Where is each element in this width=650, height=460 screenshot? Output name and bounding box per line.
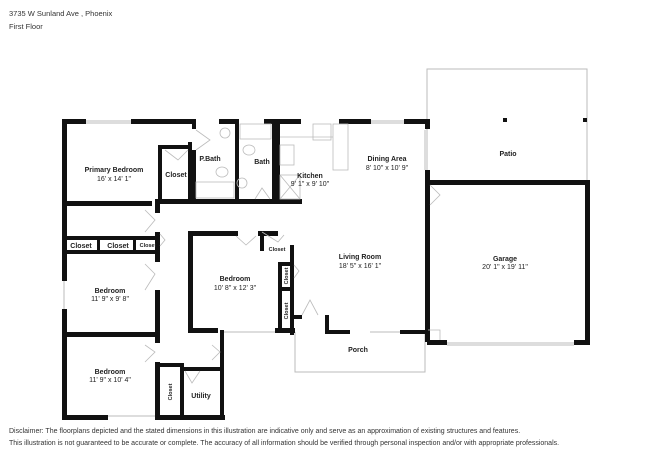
room-name: Dining Area: [367, 156, 406, 163]
room-dims: 16' x 14' 1": [97, 176, 131, 183]
room-name: Closet: [140, 243, 157, 249]
patio-post: [583, 118, 587, 122]
walls: [62, 119, 590, 420]
toilet-icon: [215, 166, 229, 178]
fixtures: [195, 123, 349, 200]
room-name: Garage: [493, 256, 517, 263]
room-name: Bedroom: [220, 276, 251, 283]
porch-outline: [294, 332, 426, 373]
fridge-icon: [279, 174, 301, 200]
bathtub-icon: [195, 181, 235, 199]
room-name: Closet: [269, 247, 286, 253]
stove-icon: [279, 144, 295, 166]
room-name: Closet: [284, 267, 290, 284]
room-name: Bedroom: [95, 369, 126, 376]
room-name: Closet: [168, 383, 174, 400]
room-name: Porch: [348, 347, 368, 354]
bathtub-icon: [239, 123, 272, 140]
patio-post: [503, 118, 507, 122]
kitchen-sink-icon: [312, 123, 332, 141]
patio-outline: [426, 68, 588, 182]
room-name: Bedroom: [95, 288, 126, 295]
room-name: Closet: [165, 172, 187, 179]
counter-icon: [332, 123, 349, 171]
room-dims: 20' 1" x 19' 11": [482, 264, 528, 271]
room-name: Kitchen: [297, 173, 323, 180]
sink-icon: [219, 127, 231, 139]
room-name: P.Bath: [199, 156, 220, 163]
window-lines: [63, 120, 574, 417]
room-dims: 10' 8" x 12' 3": [214, 285, 257, 292]
door-swings: [144, 129, 441, 384]
room-name: Closet: [107, 243, 129, 250]
room-name: Living Room: [339, 254, 381, 261]
room-dims: 8' 10" x 10' 9": [366, 165, 409, 172]
room-name: Closet: [70, 243, 92, 250]
floor-label: First Floor: [9, 22, 43, 31]
room-name: Closet: [284, 302, 290, 319]
room-name: Primary Bedroom: [85, 167, 144, 174]
room-name: Utility: [191, 393, 211, 400]
room-dims: 11' 9" x 9' 8": [91, 296, 129, 303]
toilet-icon: [242, 144, 256, 156]
sink-icon: [236, 177, 248, 189]
disclaimer-line-1: Disclaimer: The floorplans depicted and …: [9, 428, 521, 435]
property-address: 3735 W Sunland Ave , Phoenix: [9, 9, 113, 18]
room-dims: 11' 9" x 10' 4": [89, 377, 131, 384]
room-dims: 18' 5" x 16' 1": [339, 263, 382, 270]
room-dims: 9' 1" x 9' 10": [291, 181, 330, 188]
room-name: Bath: [254, 159, 270, 166]
disclaimer-line-2: This illustration is not guaranteed to b…: [9, 440, 560, 447]
room-name: Patio: [499, 151, 516, 158]
